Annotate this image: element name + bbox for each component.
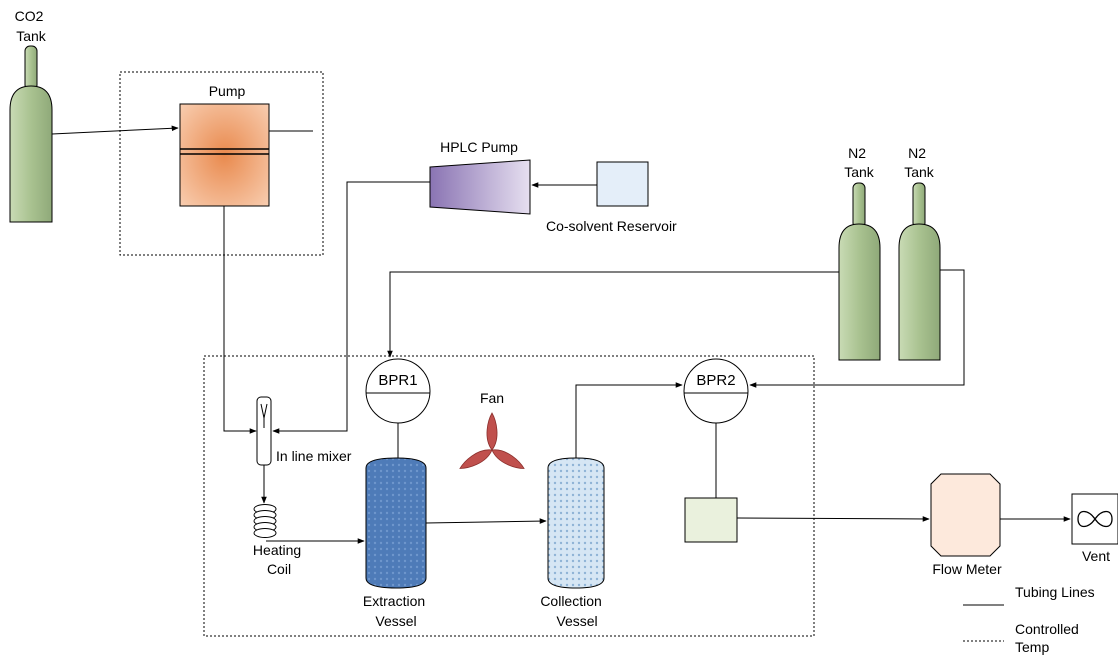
flow-meter-label: Flow Meter xyxy=(932,561,1002,577)
extraction-vessel xyxy=(365,457,427,589)
legend-controlled-temp: Controlled Temp xyxy=(1015,621,1083,655)
heating-coil-label: Heating Coil xyxy=(253,542,305,577)
pump xyxy=(179,103,270,207)
bpr1 xyxy=(365,358,431,424)
legend-tubing-lines: Tubing Lines xyxy=(1015,584,1095,600)
oven-enclosure xyxy=(203,355,815,637)
co2-tank xyxy=(9,45,53,223)
collection-vessel xyxy=(547,457,605,589)
tubing-lines xyxy=(51,125,1071,544)
collection-vessel-label: Collection Vessel xyxy=(540,593,605,629)
infinity-icon xyxy=(1077,510,1113,528)
vent-label: Vent xyxy=(1082,548,1110,564)
bpr2-outlet-box xyxy=(684,497,738,543)
co2-tank-label: CO2 Tank xyxy=(15,8,48,44)
cosolvent-reservoir-label: Co-solvent Reservoir xyxy=(546,218,677,234)
n2-tank-1 xyxy=(838,182,881,361)
vent xyxy=(1071,493,1118,545)
n2-tank-2 xyxy=(898,182,941,361)
fan-label: Fan xyxy=(480,390,504,406)
inline-mixer-label: In line mixer xyxy=(276,448,352,464)
inline-mixer xyxy=(256,396,272,466)
bpr2-label: BPR2 xyxy=(696,372,735,389)
n2-tank-1-label: N2 Tank xyxy=(844,145,875,180)
n2-tank-2-label: N2 Tank xyxy=(904,145,935,180)
fan-icon xyxy=(459,412,525,469)
hplc-pump xyxy=(429,159,531,215)
hplc-pump-label: HPLC Pump xyxy=(440,139,518,155)
bpr1-label: BPR1 xyxy=(378,372,417,389)
pump-label: Pump xyxy=(209,83,246,99)
cosolvent-reservoir xyxy=(596,161,649,207)
heating-coil xyxy=(253,504,277,538)
legend: Tubing Lines Controlled Temp xyxy=(963,584,1095,655)
pump-enclosure xyxy=(119,71,324,256)
flow-meter xyxy=(930,473,1001,557)
bpr2 xyxy=(683,358,749,424)
extraction-vessel-label: Extraction Vessel xyxy=(363,593,429,629)
